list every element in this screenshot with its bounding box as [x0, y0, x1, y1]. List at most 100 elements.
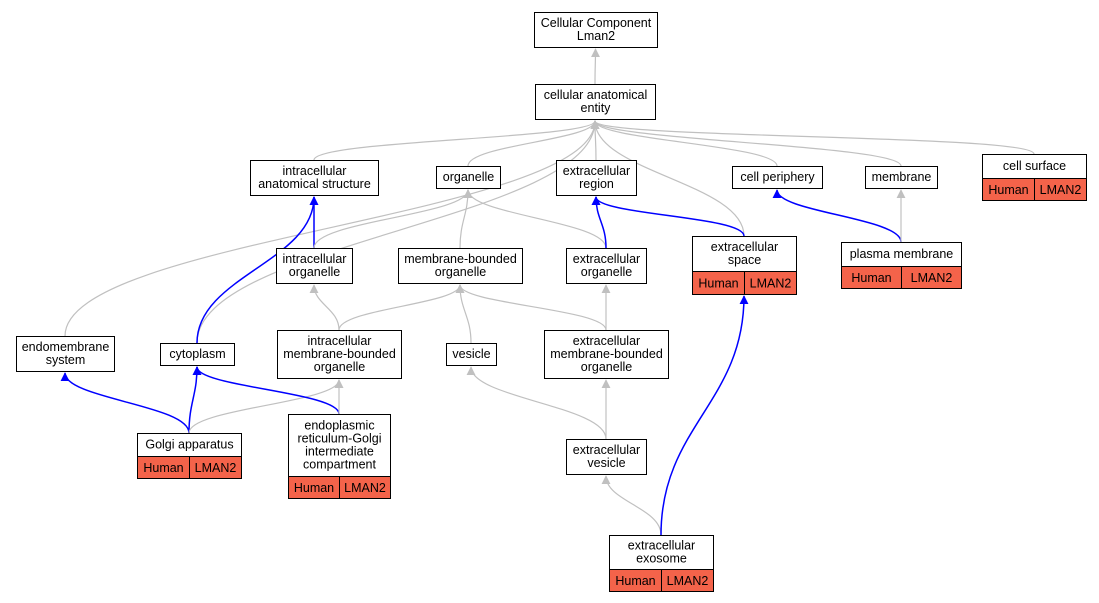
annotation-gene-label: LMAN2 — [1040, 183, 1082, 197]
annotation-gene-cell — [661, 569, 714, 592]
annotation-gene-cell — [744, 271, 797, 295]
node-label: cytoplasm — [169, 347, 225, 361]
node-label: Golgi apparatus — [145, 438, 233, 452]
node-box-io — [276, 248, 353, 284]
node-label: extracellular — [573, 252, 640, 266]
annotation-species-label: Human — [143, 461, 183, 475]
edge-ias-to-cae — [313, 120, 600, 161]
node-box-ecs — [692, 236, 797, 272]
edge-golgi-to-imbo — [188, 379, 344, 434]
node-label: system — [46, 353, 86, 367]
annotation-gene-cell — [1034, 178, 1087, 201]
node-box-ergic — [288, 414, 391, 477]
edge-exo-to-ecs — [660, 295, 749, 536]
node-label: extracellular — [573, 334, 640, 348]
node-box-root — [534, 12, 658, 48]
node-membrane[interactable]: membrane — [865, 166, 938, 189]
edge-organelle-to-cae — [467, 120, 600, 167]
edge-ecmbo-to-mbo — [455, 284, 607, 331]
node-box-vesicle — [446, 343, 497, 366]
node-organelle[interactable]: organelle — [436, 166, 501, 189]
edge-ecs-to-cae — [590, 120, 745, 237]
node-label: exosome — [636, 552, 687, 566]
node-box-cp — [732, 166, 823, 189]
node-label: membrane-bounded — [550, 347, 663, 361]
annotation-gene-cell — [189, 456, 242, 479]
annotation-species-label: Human — [851, 271, 891, 285]
node-label: organelle — [435, 265, 486, 279]
edge-golgi-to-ems — [60, 372, 190, 434]
edge-golgi-to-cyto — [188, 366, 202, 434]
node-box-cs — [982, 154, 1087, 179]
node-label: cell surface — [1003, 159, 1066, 173]
edge-exo-to-ecv — [601, 475, 662, 536]
annotation-gene-cell — [901, 266, 962, 289]
node-box-organelle — [436, 166, 501, 189]
node-label: intermediate — [305, 445, 374, 459]
edge-ecs-to-ecr — [591, 196, 745, 237]
node-ergic[interactable]: endoplasmicreticulum-Golgiintermediateco… — [288, 414, 391, 499]
node-label: cell periphery — [740, 170, 815, 184]
node-label: organelle — [581, 360, 632, 374]
node-box-pm — [841, 242, 962, 267]
node-label: region — [579, 177, 614, 191]
edge-imbo-to-io — [309, 284, 340, 331]
node-label: extracellular — [573, 443, 640, 457]
node-label: anatomical structure — [258, 177, 371, 191]
annotation-gene-label: LMAN2 — [750, 277, 792, 291]
node-box-ias — [250, 160, 379, 196]
annotation-gene-label: LMAN2 — [195, 461, 237, 475]
node-vesicle[interactable]: vesicle — [446, 343, 497, 366]
annotation-species-label: Human — [294, 481, 334, 495]
node-label: organelle — [581, 265, 632, 279]
node-label: intracellular — [283, 252, 347, 266]
node-box-mbo — [398, 248, 523, 284]
node-box-ecmbo — [544, 330, 669, 379]
node-label: reticulum-Golgi — [297, 432, 381, 446]
edge-eco-to-ecr — [591, 196, 607, 249]
node-label: entity — [581, 101, 612, 115]
node-label: vesicle — [452, 347, 490, 361]
node-label: space — [728, 253, 761, 267]
edge-ecv-to-vesicle — [466, 366, 607, 440]
node-box-cyto — [160, 343, 235, 366]
annotation-gene-cell — [339, 476, 391, 499]
node-box-imbo — [277, 330, 402, 379]
edge-vesicle-to-mbo — [455, 284, 472, 344]
node-label: Cellular Component — [541, 16, 652, 30]
annotation-species-label: Human — [988, 183, 1028, 197]
node-box-exo — [609, 535, 714, 570]
node-cyto[interactable]: cytoplasm — [160, 343, 235, 366]
node-label: vesicle — [587, 456, 625, 470]
edge-cs-to-cae — [590, 120, 1035, 155]
node-box-cae — [535, 84, 656, 120]
node-label: organelle — [443, 170, 494, 184]
annotation-species-label: Human — [615, 574, 655, 588]
edge-cae-to-root — [590, 48, 600, 85]
edge-imbo-to-mbo — [338, 284, 465, 331]
node-label: cellular anatomical — [544, 88, 648, 102]
edge-io-to-organelle — [313, 189, 473, 249]
node-cp[interactable]: cell periphery — [732, 166, 823, 189]
node-box-membrane — [865, 166, 938, 189]
edge-layer — [60, 48, 1035, 536]
edge-cyto-to-cae — [196, 120, 600, 344]
